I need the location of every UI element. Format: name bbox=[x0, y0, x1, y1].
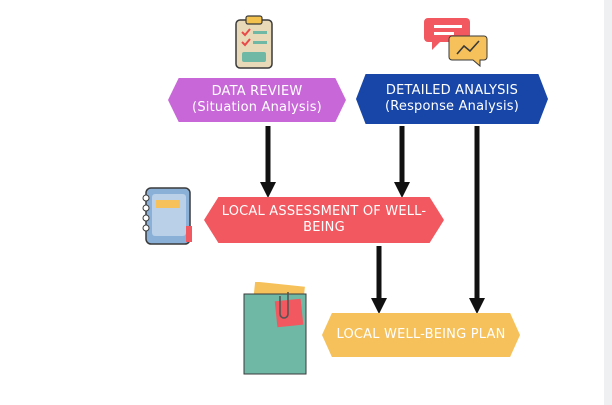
local-plan-title: LOCAL WELL-BEING PLAN bbox=[336, 327, 506, 342]
local-assessment-line2: BEING bbox=[303, 220, 345, 235]
data-review-node: DATA REVIEW (Situation Analysis) bbox=[168, 78, 346, 122]
detailed-analysis-subtitle: (Response Analysis) bbox=[384, 99, 520, 114]
notebook-icon bbox=[142, 187, 192, 245]
clipboard-icon bbox=[235, 15, 273, 69]
local-plan-node: LOCAL WELL-BEING PLAN bbox=[322, 313, 520, 357]
local-assessment-line1: LOCAL ASSESSMENT OF WELL- bbox=[221, 204, 427, 219]
data-review-title: DATA REVIEW bbox=[211, 84, 303, 99]
edge-band bbox=[604, 0, 612, 405]
data-review-subtitle: (Situation Analysis) bbox=[192, 100, 322, 115]
local-assessment-node: LOCAL ASSESSMENT OF WELL- BEING bbox=[204, 197, 444, 243]
detailed-analysis-title: DETAILED ANALYSIS bbox=[385, 83, 519, 98]
chat-bubbles-icon bbox=[424, 18, 488, 68]
sticky-notes-icon bbox=[243, 282, 307, 375]
detailed-analysis-node: DETAILED ANALYSIS (Response Analysis) bbox=[356, 74, 548, 124]
